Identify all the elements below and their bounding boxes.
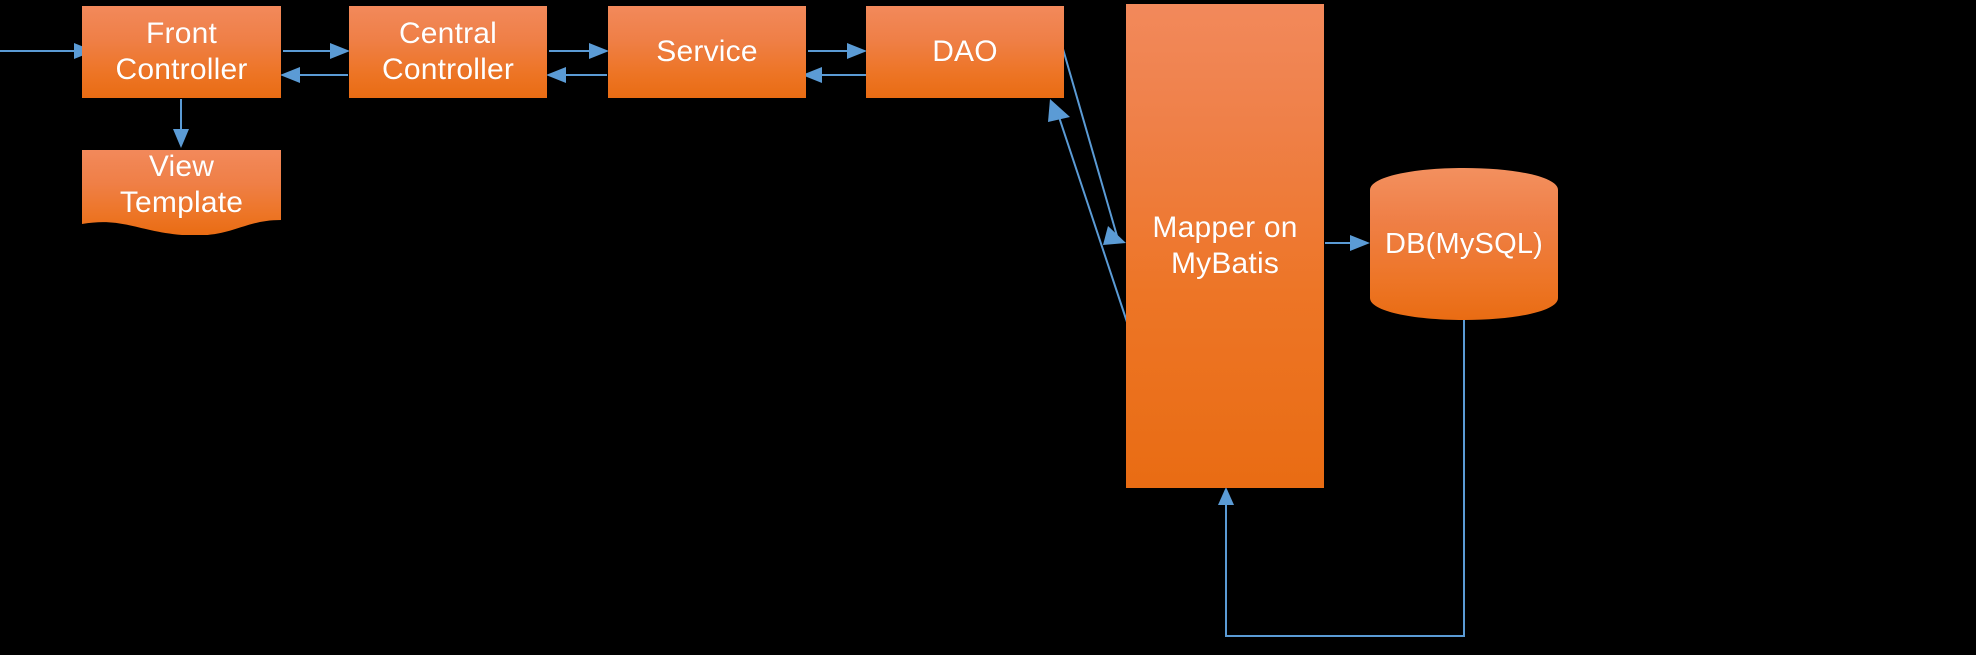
node-dao-label: DAO: [932, 35, 998, 68]
connector-db-to-mapper-return: [1218, 320, 1465, 637]
node-view-template-label: View Template: [119, 149, 244, 219]
connector-client-to-front: [0, 43, 94, 59]
node-mapper-label: Mapper on MyBatis: [1152, 211, 1298, 280]
connector-central-to-front: [280, 67, 348, 83]
node-service-label: Service: [656, 35, 758, 68]
node-mapper-on-mybatis[interactable]: Mapper on MyBatis: [1126, 4, 1324, 488]
node-front-controller[interactable]: Front Controller: [82, 6, 281, 98]
connector-dao-to-service: [802, 67, 866, 83]
node-central-controller[interactable]: Central Controller: [349, 6, 547, 98]
node-front-controller-label: Front Controller: [115, 17, 248, 86]
connector-mapper-to-dao: [1048, 99, 1128, 323]
node-dao[interactable]: DAO: [866, 6, 1064, 98]
connector-service-to-central: [546, 67, 607, 83]
connector-front-to-view-template: [173, 99, 189, 148]
database-cylinder-shape: [1370, 168, 1558, 320]
node-db-mysql[interactable]: DB(MySQL): [1370, 168, 1558, 320]
node-db-label: DB(MySQL): [1384, 227, 1544, 260]
node-view-template[interactable]: View Template: [82, 150, 281, 235]
node-service[interactable]: Service: [608, 6, 806, 98]
connector-central-to-service: [549, 43, 609, 59]
connector-front-to-central: [283, 43, 350, 59]
wavy-document-shape: [82, 150, 281, 235]
connector-dao-to-mapper: [1062, 48, 1126, 245]
node-central-controller-label: Central Controller: [381, 17, 515, 86]
connector-mapper-to-db: [1325, 235, 1370, 251]
connector-service-to-dao: [808, 43, 867, 59]
